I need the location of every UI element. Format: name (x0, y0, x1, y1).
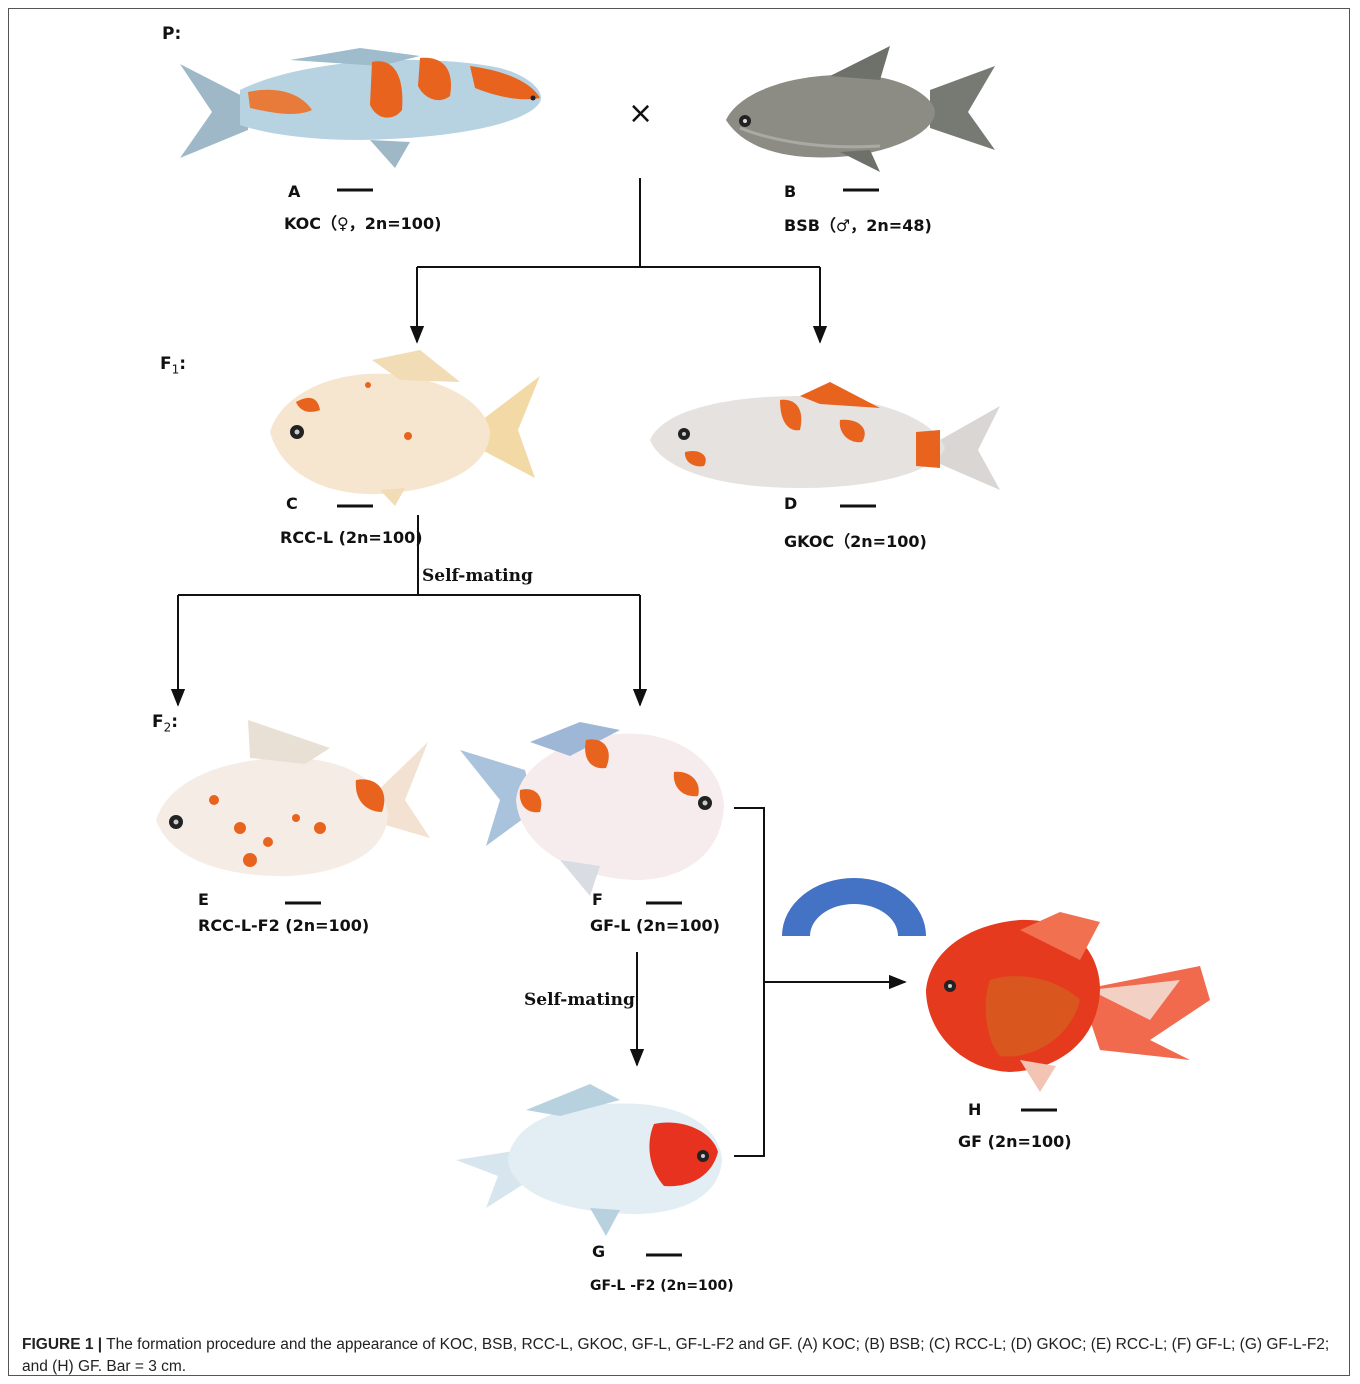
figure-caption-label: FIGURE 1 | (22, 1336, 102, 1353)
fish-d-gkoc (650, 382, 1000, 490)
fish-g-gfl-f2 (456, 1084, 722, 1236)
fish-f-gfl (460, 722, 724, 896)
scale-bars (285, 190, 1057, 1255)
fish-a-koc (180, 48, 541, 168)
fish-c-rccl (270, 350, 540, 506)
fish-b-bsb (726, 46, 995, 172)
fish-e-rccl-f2 (156, 720, 430, 876)
figure-caption-text: The formation procedure and the appearan… (22, 1336, 1329, 1375)
fish-h-gf (926, 912, 1210, 1092)
arch-icon (782, 878, 926, 936)
figure-caption: FIGURE 1 | The formation procedure and t… (22, 1334, 1342, 1378)
cross-connectors (178, 178, 905, 1156)
